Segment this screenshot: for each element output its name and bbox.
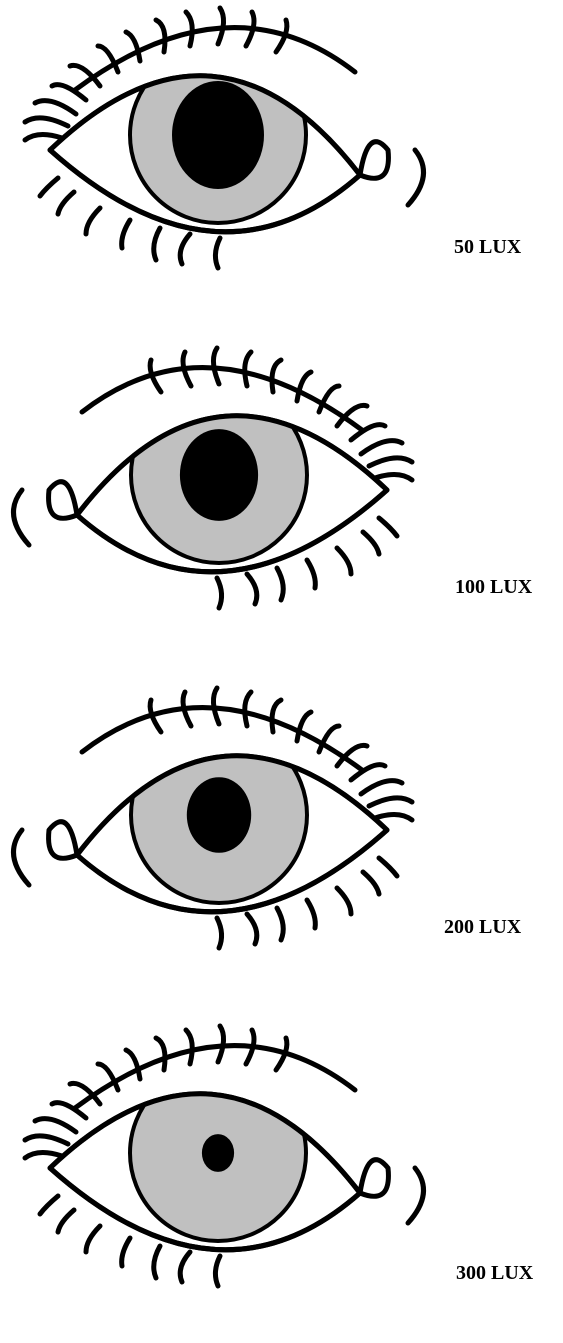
eye-drawing [25, 1026, 424, 1286]
outer-eye-arc [408, 1168, 424, 1223]
iris-group [130, 1065, 306, 1241]
lower-eyelash [337, 548, 351, 574]
lux-label-50: 50 LUX [454, 236, 521, 259]
pupil [187, 777, 251, 853]
lower-eyelash [217, 918, 222, 948]
lower-eyelash [86, 1226, 100, 1252]
outer-eye-arc [408, 150, 424, 205]
lower-eyelash [277, 908, 283, 940]
lower-eyelash [247, 574, 257, 604]
pupil [172, 81, 264, 189]
lower-eyelash [215, 238, 220, 268]
lower-eyelash [58, 192, 74, 214]
upper-eyelash [35, 101, 76, 114]
pupil [202, 1134, 234, 1172]
lower-eyelash [363, 872, 379, 894]
upper-eyelash [369, 458, 412, 466]
eye-panel-300-lux: 300 LUX [0, 1018, 563, 1343]
lower-eyelash [277, 568, 283, 600]
lower-eyelash [379, 518, 397, 536]
upper-eyelash [25, 134, 62, 140]
upper-eyelash [361, 781, 402, 794]
eye-100-lux-illustration [0, 340, 563, 665]
eye-50-lux-illustration [0, 0, 563, 325]
lower-eyelash [307, 560, 315, 588]
caruncle [360, 142, 388, 179]
lower-eyelash [40, 178, 58, 196]
eye-200-lux-illustration [0, 680, 563, 1005]
lower-eyelash [40, 1196, 58, 1214]
pupil [180, 429, 258, 521]
caruncle [49, 822, 77, 859]
lux-label-300: 300 LUX [456, 1262, 533, 1285]
upper-eyelash [375, 474, 412, 480]
lux-label-200: 200 LUX [444, 916, 521, 939]
outer-eye-arc [13, 830, 29, 885]
caruncle [49, 482, 77, 519]
eye-drawing [25, 8, 424, 268]
lower-eyelash [86, 208, 100, 234]
upper-eyelash [245, 692, 251, 726]
upper-eyelash [25, 118, 68, 126]
lower-eyelash [154, 228, 160, 260]
outer-eye-arc [13, 490, 29, 545]
upper-eyelash [375, 814, 412, 820]
lower-eyelash [217, 578, 222, 608]
upper-eyelash [369, 798, 412, 806]
eye-panel-200-lux: 200 LUX [0, 680, 563, 1005]
lower-eyelash [180, 234, 190, 264]
lower-eyelash [180, 1252, 190, 1282]
upper-eyelash [156, 1038, 165, 1070]
eye-panel-50-lux: 50 LUX [0, 0, 563, 325]
eye-panel-100-lux: 100 LUX [0, 340, 563, 665]
lower-eyelash [379, 858, 397, 876]
upper-eyelash [272, 360, 281, 392]
lower-eyelash [307, 900, 315, 928]
eye-300-lux-illustration [0, 1018, 563, 1343]
iris-group [131, 387, 307, 563]
lower-eyelash [122, 1238, 130, 1266]
lower-eyelash [363, 532, 379, 554]
upper-eyelash [186, 12, 192, 46]
iris-group [130, 47, 306, 223]
lower-eyelash [215, 1256, 220, 1286]
lower-eyelash [122, 220, 130, 248]
upper-eyelash [35, 1119, 76, 1132]
iris-group [131, 727, 307, 903]
lower-eyelash [154, 1246, 160, 1278]
lower-eyelash [247, 914, 257, 944]
eye-drawing [13, 348, 412, 608]
caruncle [360, 1160, 388, 1197]
upper-eyelash [156, 20, 165, 52]
lower-eyelash [337, 888, 351, 914]
upper-eyelash [186, 1030, 192, 1064]
lower-eyelash [58, 1210, 74, 1232]
upper-eyelash [272, 700, 281, 732]
lux-label-100: 100 LUX [455, 576, 532, 599]
upper-eyelash [245, 352, 251, 386]
eye-drawing [13, 688, 412, 948]
upper-eyelash [25, 1152, 62, 1158]
upper-eyelash [361, 441, 402, 454]
upper-eyelash [25, 1136, 68, 1144]
